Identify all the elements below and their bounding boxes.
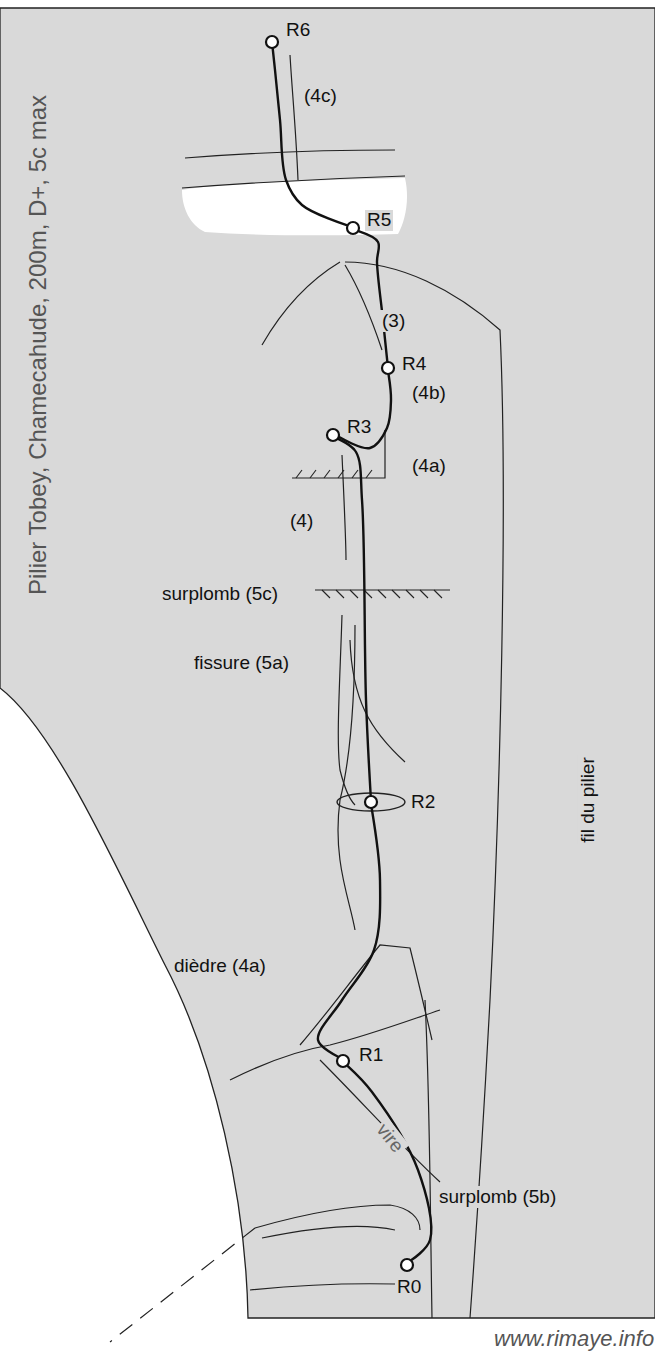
hatch-tick	[420, 590, 428, 598]
belay-circle	[347, 222, 359, 234]
belay-circle	[326, 428, 340, 442]
belay-label: R3	[345, 417, 373, 438]
hatch-tick	[434, 590, 442, 598]
belay-station: R5	[346, 221, 360, 235]
belay-label: R0	[395, 1277, 423, 1298]
climbing-route	[340, 375, 391, 448]
rock-features	[110, 55, 503, 1342]
belay-circle	[400, 1258, 414, 1272]
belay-circle	[327, 429, 339, 441]
belay-circle	[365, 796, 377, 808]
grade-label: (4c)	[302, 85, 339, 107]
belay-label: R5	[365, 210, 393, 231]
hatch-tick	[378, 590, 386, 598]
belay-circle	[266, 36, 278, 48]
hatch-tick	[310, 470, 316, 478]
grade-label: surplomb (5c)	[160, 583, 280, 605]
grade-label: (3)	[380, 310, 407, 332]
feature-name: fil du pilier	[577, 755, 599, 845]
belay-circle	[336, 1054, 350, 1068]
belay-station: R2	[364, 795, 378, 809]
hatch-tick	[324, 470, 330, 478]
climbing-route	[359, 231, 387, 361]
hatch-tick	[392, 590, 400, 598]
belay-circle	[381, 361, 395, 375]
eye-marker	[337, 793, 405, 811]
climbing-route	[339, 439, 371, 795]
overhang-hatching	[296, 470, 442, 598]
climbing-route	[273, 49, 347, 225]
topo-title: Pilier Tobey, Chamecahude, 200m, D+, 5c …	[24, 93, 52, 597]
belay-station: R3	[326, 428, 340, 442]
belay-label: R2	[409, 792, 437, 813]
belay-label: R1	[357, 1045, 385, 1066]
belay-station: R6	[265, 35, 279, 49]
hatch-tick	[352, 470, 358, 478]
grade-label: (4)	[288, 510, 315, 532]
hatch-tick	[350, 590, 358, 598]
belay-label: R6	[284, 20, 312, 41]
grade-label: surplomb (5b)	[437, 1186, 558, 1208]
hatch-tick	[296, 470, 302, 478]
belay-station: R0	[400, 1258, 414, 1272]
grade-label: fissure (5a)	[192, 652, 291, 674]
belay-station: R4	[381, 361, 395, 375]
grade-label: (4a)	[410, 455, 448, 477]
hatch-tick	[322, 590, 330, 598]
snow-patch	[182, 178, 407, 235]
belay-circle	[337, 1055, 349, 1067]
belay-circle	[364, 795, 378, 809]
grade-label: (4b)	[410, 382, 448, 404]
belay-circle	[401, 1259, 413, 1271]
belay-label: R4	[400, 354, 428, 375]
belay-circle	[382, 362, 394, 374]
hatch-tick	[338, 470, 344, 478]
belay-circle	[265, 35, 279, 49]
hatch-tick	[406, 590, 414, 598]
rock-outline	[0, 8, 655, 1318]
hatch-tick	[336, 590, 344, 598]
feature-name: vire	[371, 1118, 410, 1159]
climbing-route	[348, 1066, 432, 1260]
watermark: www.rimaye.info	[492, 1326, 655, 1351]
belay-circle	[346, 221, 360, 235]
belay-station: R1	[336, 1054, 350, 1068]
hatch-tick	[364, 590, 372, 598]
grade-label: dièdre (4a)	[172, 955, 268, 977]
climbing-route	[318, 809, 380, 1057]
hatch-tick	[366, 470, 372, 478]
